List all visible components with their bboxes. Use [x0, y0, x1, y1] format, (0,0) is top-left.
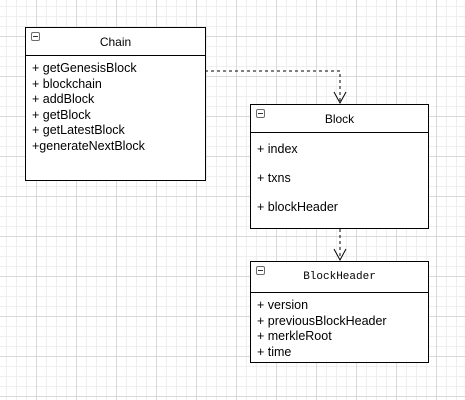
member-item[interactable]: + blockchain [32, 76, 102, 91]
collapse-icon[interactable] [256, 109, 265, 118]
member-item[interactable]: + merkleRoot [257, 329, 332, 343]
member-item[interactable]: + time [257, 344, 292, 359]
arrowhead-block [333, 91, 347, 105]
collapse-icon[interactable] [31, 32, 40, 41]
member-item[interactable]: + getGenesisBlock [32, 61, 137, 75]
class-title-chain: Chain [99, 34, 132, 49]
connector-chain-to-block[interactable] [205, 70, 341, 101]
class-members-blockheader: + version + previousBlockHeader + merkle… [251, 293, 428, 360]
class-members-block: + index + txns + blockHeader [251, 133, 428, 222]
class-title-blockheader: BlockHeader [303, 271, 376, 283]
member-item[interactable]: + index [257, 142, 298, 156]
class-box-blockheader[interactable]: BlockHeader + version + previousBlockHea… [250, 261, 429, 363]
member-item[interactable]: +generateNextBlock [32, 138, 145, 153]
member-item[interactable]: + version [257, 298, 309, 312]
class-header-blockheader[interactable]: BlockHeader [251, 262, 428, 293]
member-item[interactable]: + txns [257, 171, 291, 185]
class-members-chain: + getGenesisBlock + blockchain + addBloc… [26, 56, 205, 154]
member-item[interactable]: + getLatestBlock [32, 123, 125, 137]
member-item[interactable]: + addBlock [32, 92, 95, 106]
collapse-icon[interactable] [256, 266, 265, 275]
class-title-block: Block [324, 111, 355, 126]
class-box-chain[interactable]: Chain + getGenesisBlock + blockchain + a… [25, 27, 206, 181]
member-item[interactable]: + blockHeader [257, 200, 338, 214]
member-item[interactable]: + previousBlockHeader [257, 313, 387, 328]
member-item[interactable]: + getBlock [32, 107, 91, 122]
class-header-chain[interactable]: Chain [26, 28, 205, 56]
class-box-block[interactable]: Block + index + txns + blockHeader [250, 104, 429, 229]
class-header-block[interactable]: Block [251, 105, 428, 133]
arrowhead-blockheader [333, 248, 347, 262]
